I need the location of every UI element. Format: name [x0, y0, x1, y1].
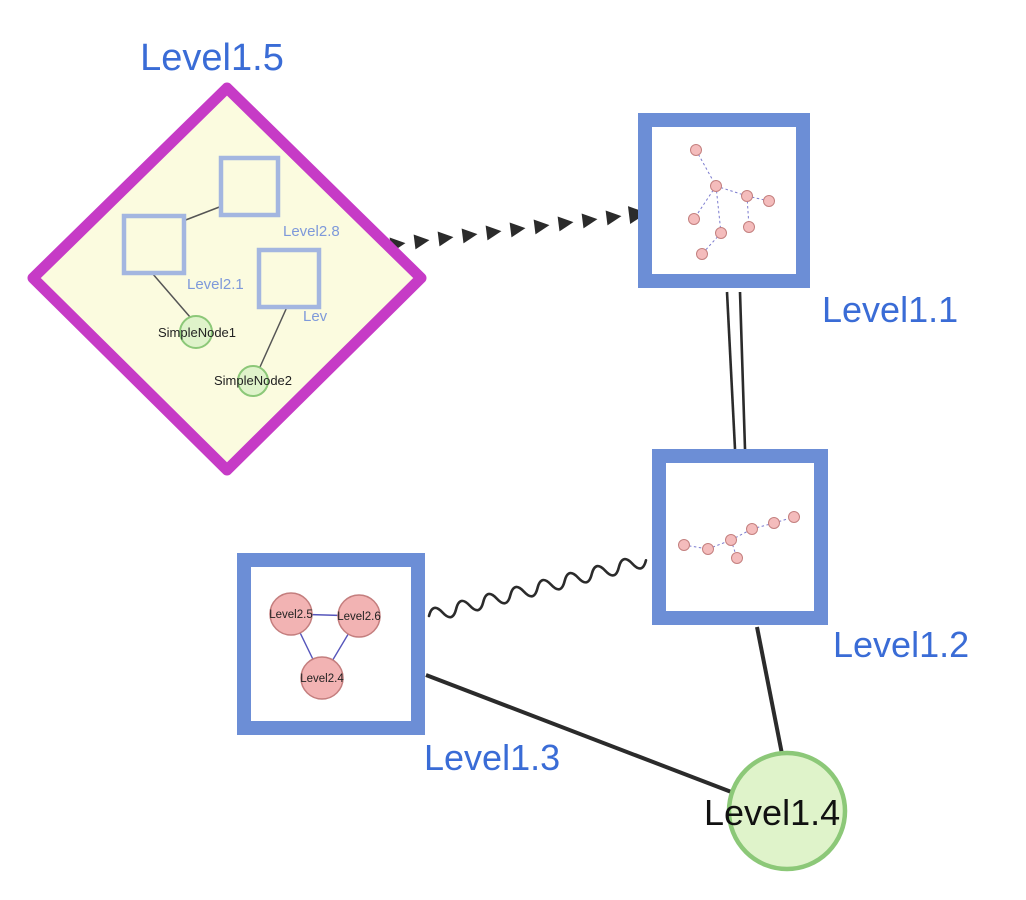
node-level2-4[interactable]: [300, 656, 344, 700]
node-level2-1[interactable]: [121, 213, 187, 276]
label-level2-8: Level2.8: [283, 223, 340, 240]
label-simplenode1: SimpleNode1: [158, 325, 236, 340]
label-level2-1: Level2.1: [187, 276, 244, 293]
label-level2-truncated: Lev: [303, 308, 328, 325]
node-simplenode1[interactable]: [179, 315, 213, 349]
level14-circle-shape[interactable]: [726, 750, 848, 872]
double-line-right: [738, 291, 747, 450]
level15-inner-edge-2: [151, 272, 191, 318]
level12-mini-graph: [678, 511, 800, 564]
node-level13[interactable]: Level2.5 Level2.6 Level2.4 Level1.3: [237, 553, 560, 778]
edge-level13-level12[interactable]: [427, 554, 648, 622]
node-level2-truncated[interactable]: [256, 247, 322, 310]
level12-square-shape[interactable]: [652, 449, 828, 625]
edge-level11-level12[interactable]: [725, 291, 747, 450]
level15-diamond-shape[interactable]: [27, 82, 427, 476]
node-level14[interactable]: Level1.4: [704, 750, 848, 872]
node-level15[interactable]: Level2.8 Level2.1 Lev SimpleNode1 Simple…: [27, 37, 427, 476]
level11-square-shape[interactable]: [638, 113, 810, 288]
node-level11[interactable]: Level1.1: [638, 113, 958, 330]
edge-level15-level11[interactable]: [389, 206, 647, 253]
level13-square-shape[interactable]: [237, 553, 425, 735]
label-simplenode2: SimpleNode2: [214, 373, 292, 388]
level15-inner-edge-1: [182, 205, 223, 222]
label-level15: Level1.5: [140, 37, 284, 79]
node-level2-5[interactable]: [269, 592, 313, 636]
node-simplenode2[interactable]: [237, 365, 269, 397]
label-level2-5: Level2.5: [269, 609, 312, 621]
edge-level13-level14[interactable]: [425, 673, 735, 795]
wavy-line: [427, 557, 648, 619]
level15-inner-edge-3: [259, 306, 288, 368]
double-line-left: [725, 291, 737, 450]
label-level2-4: Level2.4: [300, 673, 344, 685]
node-level2-8[interactable]: [218, 155, 281, 218]
node-level2-6[interactable]: [337, 594, 381, 638]
node-level12[interactable]: Level1.2: [652, 449, 969, 665]
label-level12: Level1.2: [833, 624, 969, 665]
level11-mini-graph: [688, 144, 775, 260]
label-level2-6: Level2.6: [337, 611, 380, 623]
label-level11: Level1.1: [822, 289, 958, 330]
label-level14: Level1.4: [704, 792, 840, 833]
edge-level12-level14[interactable]: [755, 626, 784, 755]
label-level13: Level1.3: [424, 737, 560, 778]
